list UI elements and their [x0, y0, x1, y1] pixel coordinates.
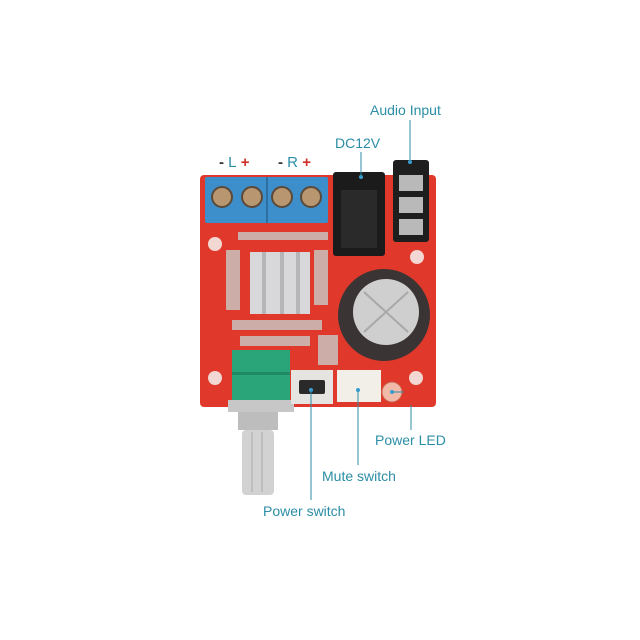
mounting-holes	[208, 237, 424, 385]
dc-power-jack[interactable]	[333, 172, 385, 256]
left-channel-label: L	[228, 154, 237, 171]
audio-input-jack[interactable]	[393, 160, 429, 242]
left-channel-polarity: - L +	[219, 155, 249, 170]
dc12v-label: DC12V	[335, 135, 381, 151]
audio-input-label: Audio Input	[370, 102, 441, 118]
power-switch-label: Power switch	[263, 503, 346, 519]
speaker-terminal-block[interactable]	[205, 177, 328, 223]
heatsink	[250, 252, 310, 314]
right-channel-label: R	[287, 154, 299, 171]
mute-switch-connector[interactable]	[337, 370, 381, 402]
right-minus: -	[278, 154, 283, 171]
left-plus: +	[240, 154, 250, 171]
right-channel-polarity: - R +	[278, 155, 311, 170]
power-led-label: Power LED	[375, 432, 446, 448]
volume-potentiometer[interactable]	[228, 350, 294, 495]
left-minus: -	[219, 154, 224, 171]
capacitor	[338, 269, 430, 361]
mute-switch-label: Mute switch	[322, 468, 396, 484]
right-plus: +	[302, 154, 311, 171]
smd-components	[226, 232, 338, 365]
leader-lines	[310, 120, 412, 500]
power-switch[interactable]	[291, 370, 333, 404]
